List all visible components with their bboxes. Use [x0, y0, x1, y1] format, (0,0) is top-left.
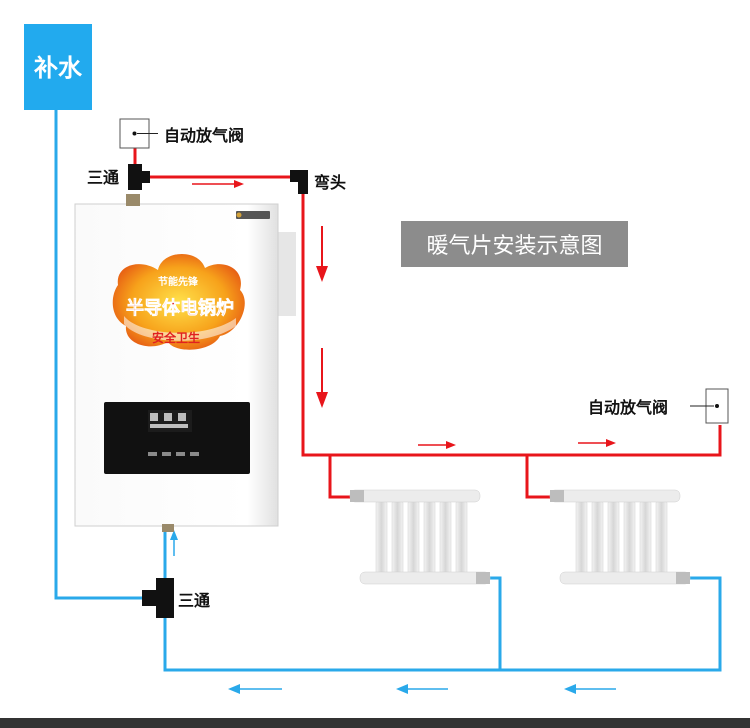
auto-vent-valve-icon	[690, 388, 729, 424]
radiator-1-supply-pipe	[328, 455, 350, 499]
boiler-supply-pipe	[148, 175, 722, 457]
radiator-2-supply-pipe	[525, 455, 550, 499]
flame-banner: 节能先锋 半导体电锅炉 安全卫生	[112, 253, 245, 350]
banner-sub-text: 安全卫生	[152, 330, 200, 345]
elbow-label: 弯头	[314, 173, 346, 192]
arrow-down-icon	[316, 348, 328, 408]
diagram-title: 暖气片安装示意图	[401, 221, 628, 267]
boiler-outlet	[126, 194, 140, 206]
tee-top-label: 三通	[87, 168, 119, 187]
arrow-up-icon	[170, 530, 178, 556]
refill-pipe	[54, 110, 150, 600]
supply-pipes	[133, 147, 722, 499]
auto-vent-valve-icon	[119, 118, 158, 149]
refill-box-bg	[24, 24, 92, 110]
arrow-right-icon	[578, 439, 616, 447]
auto-vent-right-label: 自动放气阀	[588, 398, 668, 417]
arrow-down-icon	[316, 226, 328, 282]
arrow-left-icon	[564, 684, 616, 694]
tee-bottom-label: 三通	[178, 591, 210, 610]
radiator-icon	[349, 489, 491, 585]
radiator-2-return-pipe	[500, 576, 722, 672]
boiler-brand-plate	[236, 211, 270, 219]
tee-fitting-icon	[142, 578, 174, 618]
title-text: 暖气片安装示意图	[426, 234, 602, 259]
elbow-fitting-icon	[290, 170, 308, 194]
arrow-right-icon	[192, 180, 244, 188]
boiler-control-panel	[104, 402, 250, 474]
auto-vent-top-label: 自动放气阀	[164, 126, 244, 145]
arrow-right-icon	[418, 441, 456, 449]
return-flow-arrows	[170, 530, 616, 694]
refill-box: 补水	[24, 24, 92, 110]
boiler-icon: 节能先锋 半导体电锅炉 安全卫生	[74, 194, 296, 532]
radiator-inlet-cap	[550, 490, 564, 502]
boiler-body	[74, 203, 279, 527]
return-pipes	[54, 110, 722, 672]
refill-label: 补水	[34, 54, 83, 82]
radiator-bottom-header	[359, 571, 491, 585]
radiator-icon	[549, 489, 691, 585]
radiator-columns	[375, 499, 468, 581]
radiator-top-header	[349, 489, 481, 503]
boiler-inlet	[162, 524, 174, 532]
supply-flow-arrows	[192, 180, 616, 449]
radiator-top-header	[549, 489, 681, 503]
arrow-left-icon	[228, 684, 282, 694]
radiator-bottom-header	[559, 571, 691, 585]
banner-top-text: 节能先锋	[158, 275, 199, 288]
radiator-outlet-cap	[476, 572, 490, 584]
arrow-left-icon	[396, 684, 448, 694]
tee-fitting-icon	[128, 164, 150, 190]
bottom-border-bar	[0, 718, 750, 728]
radiator-inlet-cap	[350, 490, 364, 502]
radiator-outlet-cap	[676, 572, 690, 584]
radiator-columns	[575, 499, 668, 581]
banner-main-text: 半导体电锅炉	[126, 297, 234, 319]
control-buttons	[148, 452, 199, 456]
